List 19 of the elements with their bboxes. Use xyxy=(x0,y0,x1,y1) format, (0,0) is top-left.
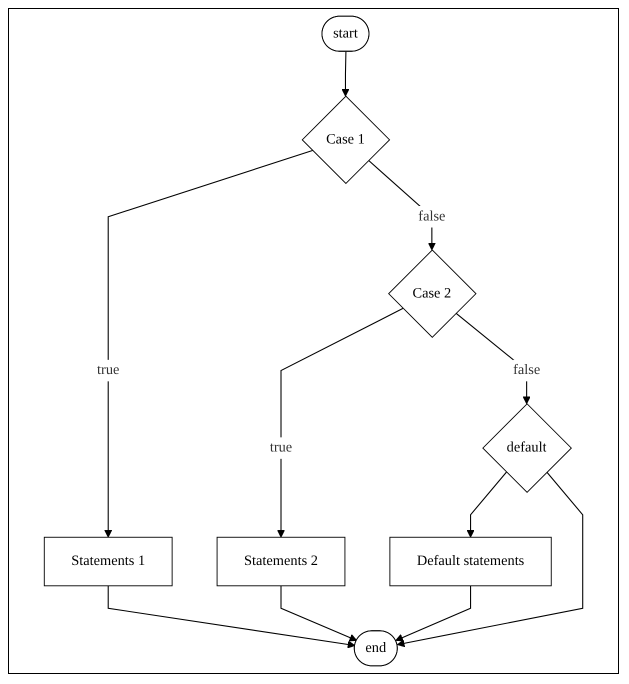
node-diamond xyxy=(302,96,390,184)
edge-label: true xyxy=(97,362,120,378)
node-diamond xyxy=(482,403,572,493)
node-box xyxy=(44,536,173,586)
arrow xyxy=(108,586,356,648)
node-box xyxy=(216,536,346,586)
node-diamond xyxy=(388,249,477,338)
arrow xyxy=(104,150,313,538)
edge-label: false xyxy=(418,208,446,224)
arrow xyxy=(342,52,350,97)
arrow xyxy=(396,472,584,648)
arrow xyxy=(395,586,472,642)
edge-label: true xyxy=(270,440,292,456)
arrow xyxy=(466,472,507,538)
diagram-frame: true false true false start Case 1 Statements 1 Case 2 Statements 2 default Default statements end xyxy=(8,8,619,674)
arrow xyxy=(277,308,404,538)
edge-label: false xyxy=(513,362,540,378)
node-box xyxy=(389,536,552,586)
arrow xyxy=(280,586,358,642)
